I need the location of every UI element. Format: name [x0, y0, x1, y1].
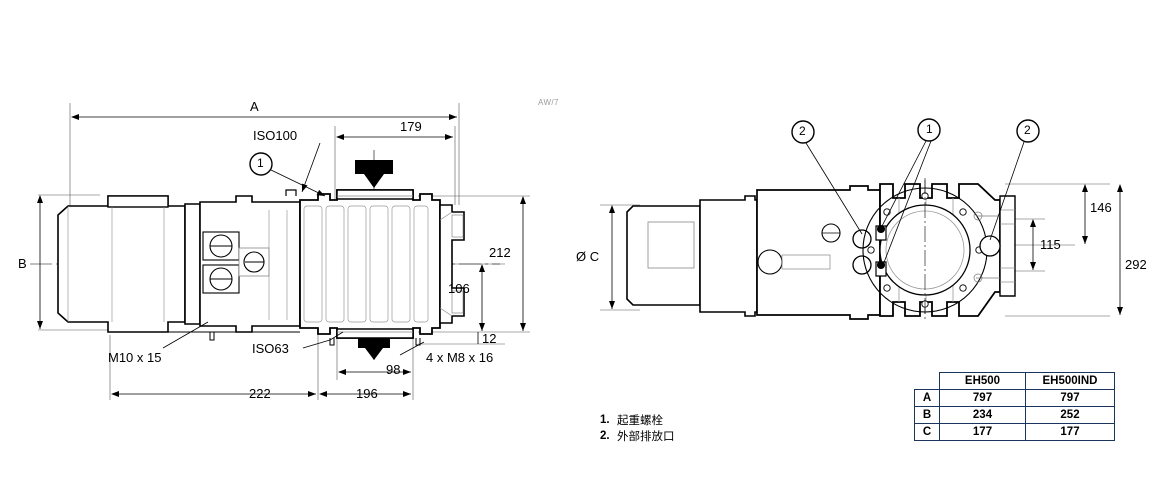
spec-table-cell-b-eh500ind: 252 [1025, 406, 1115, 424]
table-row: A 797 797 [914, 389, 1115, 407]
right-view-geometry [600, 118, 1123, 322]
dimension-label-diameter-C: Ø C [576, 249, 600, 264]
dimension-label-A: A [250, 99, 259, 114]
spec-table-cell-b-eh500: 234 [939, 406, 1026, 424]
spec-table-header-row: EH500 EH500IND [915, 372, 1115, 390]
balloon-label-2-right: 2 [1024, 123, 1031, 137]
dimension-label-106: 106 [448, 281, 470, 296]
spec-table-corner-cell [915, 373, 940, 390]
spec-table-row-label-a: A [914, 389, 940, 407]
spec-table-row-label-b: B [914, 406, 940, 424]
dimension-label-292: 292 [1125, 257, 1147, 272]
legend-item-2: 2. 外部排放口 [600, 428, 675, 444]
callout-m10x15: M10 x 15 [108, 350, 162, 365]
spec-table-cell-c-eh500ind: 177 [1025, 423, 1115, 441]
callout-iso100: ISO100 [253, 128, 298, 143]
dimension-label-196: 196 [356, 386, 378, 401]
table-row: C 177 177 [914, 423, 1115, 441]
legend-item-1-number: 1. [600, 414, 610, 426]
spec-table-col-eh500: EH500 [939, 372, 1026, 390]
dimension-label-146: 146 [1090, 200, 1112, 215]
dimension-label-98: 98 [386, 362, 401, 377]
legend-item-2-number: 2. [600, 430, 610, 442]
balloon-label-1: 1 [257, 156, 264, 170]
dimension-label-B: B [18, 256, 27, 271]
dimension-label-212: 212 [489, 245, 511, 260]
spec-table-cell-c-eh500: 177 [939, 423, 1026, 441]
dimension-label-115: 115 [1040, 237, 1061, 252]
left-view-geometry [30, 103, 530, 400]
legend-item-1-text: 起重螺栓 [617, 413, 663, 427]
dimension-label-222: 222 [249, 386, 271, 401]
spec-table-col-eh500ind: EH500IND [1025, 372, 1115, 390]
callout-iso63: ISO63 [252, 341, 289, 356]
legend: 1. 起重螺栓 2. 外部排放口 [600, 412, 675, 444]
sheet-code-watermark: AW/7 [538, 98, 559, 107]
dimension-label-12: 12 [482, 331, 497, 346]
dimension-label-179: 179 [400, 119, 422, 134]
legend-item-2-text: 外部排放口 [617, 429, 675, 443]
spec-table-row-label-c: C [914, 423, 940, 441]
legend-item-1: 1. 起重螺栓 [600, 412, 675, 428]
balloon-label-1-center: 1 [926, 122, 933, 136]
table-row: B 234 252 [914, 406, 1115, 424]
spec-table-cell-a-eh500ind: 797 [1025, 389, 1115, 407]
spec-table-cell-a-eh500: 797 [939, 389, 1026, 407]
callout-4xm8x16: 4 x M8 x 16 [426, 350, 494, 365]
spec-table: EH500 EH500IND A 797 797 B 234 252 C 177… [914, 372, 1115, 441]
balloon-label-2-left: 2 [799, 124, 806, 138]
